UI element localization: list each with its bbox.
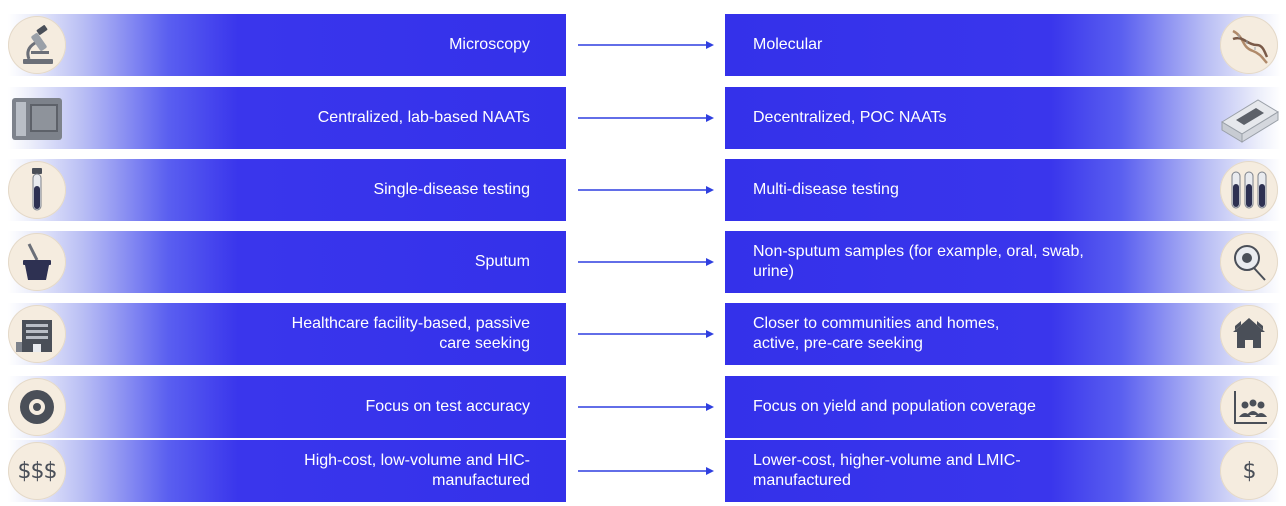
arrow-icon	[578, 114, 714, 122]
to-bar: Lower-cost, higher-volume and LMIC-manuf…	[725, 440, 1281, 502]
from-label: Focus on test accuracy	[365, 398, 530, 415]
homes-icon	[1218, 303, 1280, 365]
arrow-icon	[578, 330, 714, 338]
arrow-icon	[578, 467, 714, 475]
to-label: Non-sputum samples (for example, oral, s…	[753, 243, 1084, 280]
from-bar: High-cost, low-volume and HIC-manufactur…	[8, 440, 566, 502]
from-bar: Single-disease testing	[8, 159, 566, 221]
lab-analyzer-icon	[6, 87, 68, 149]
multiple-test-tubes-icon	[1218, 159, 1280, 221]
arrow-icon	[578, 186, 714, 194]
arrow-icon	[578, 403, 714, 411]
to-label: Focus on yield and population coverage	[753, 398, 1036, 415]
triple-dollar-icon: $$$	[6, 440, 68, 502]
to-bar: Molecular	[725, 14, 1281, 76]
from-bar: Centralized, lab-based NAATs	[8, 87, 566, 149]
sputum-cup-icon	[6, 231, 68, 293]
hospital-building-icon	[6, 303, 68, 365]
to-bar: Focus on yield and population coverage	[725, 376, 1281, 438]
from-label: Sputum	[474, 253, 530, 270]
shift-row: Microscopy Molecular	[0, 14, 1286, 76]
dna-helix-icon	[1218, 14, 1280, 76]
to-label: Decentralized, POC NAATs	[753, 109, 947, 126]
from-bar: Sputum	[8, 231, 566, 293]
from-label: Microscopy	[449, 36, 530, 53]
single-test-tube-icon	[6, 159, 68, 221]
single-dollar-text: $	[1242, 458, 1257, 484]
to-label: Lower-cost, higher-volume and LMIC-manuf…	[753, 452, 1021, 489]
from-label: Healthcare facility-based, passive care …	[291, 315, 530, 352]
to-bar: Closer to communities and homes, active,…	[725, 303, 1281, 365]
to-bar: Multi-disease testing	[725, 159, 1281, 221]
shift-row: Sputum Non-sputum samples (for example, …	[0, 231, 1286, 293]
target-icon	[6, 376, 68, 438]
to-bar: Non-sputum samples (for example, oral, s…	[725, 231, 1281, 293]
oral-swab-icon	[1218, 231, 1280, 293]
triple-dollar-text: $$$	[17, 458, 58, 484]
from-bar: Focus on test accuracy	[8, 376, 566, 438]
to-bar: Decentralized, POC NAATs	[725, 87, 1281, 149]
shift-row: Centralized, lab-based NAATs Decentraliz…	[0, 87, 1286, 149]
from-bar: Healthcare facility-based, passive care …	[8, 303, 566, 365]
shift-row: Focus on test accuracy Focus on yield an…	[0, 376, 1286, 438]
arrow-icon	[578, 258, 714, 266]
from-label: High-cost, low-volume and HIC-manufactur…	[304, 452, 530, 489]
to-label: Multi-disease testing	[753, 181, 899, 198]
from-label: Centralized, lab-based NAATs	[317, 109, 530, 126]
portable-device-icon	[1218, 87, 1280, 149]
to-label: Molecular	[753, 36, 823, 53]
microscope-icon	[6, 14, 68, 76]
from-label: Single-disease testing	[373, 181, 530, 198]
shift-row: High-cost, low-volume and HIC-manufactur…	[0, 440, 1286, 502]
shift-row: Healthcare facility-based, passive care …	[0, 303, 1286, 365]
from-bar: Microscopy	[8, 14, 566, 76]
to-label: Closer to communities and homes, active,…	[753, 315, 1000, 352]
arrow-icon	[578, 41, 714, 49]
population-chart-icon	[1218, 376, 1280, 438]
single-dollar-icon: $	[1218, 440, 1280, 502]
shift-row: Single-disease testing Multi-disease tes…	[0, 159, 1286, 221]
